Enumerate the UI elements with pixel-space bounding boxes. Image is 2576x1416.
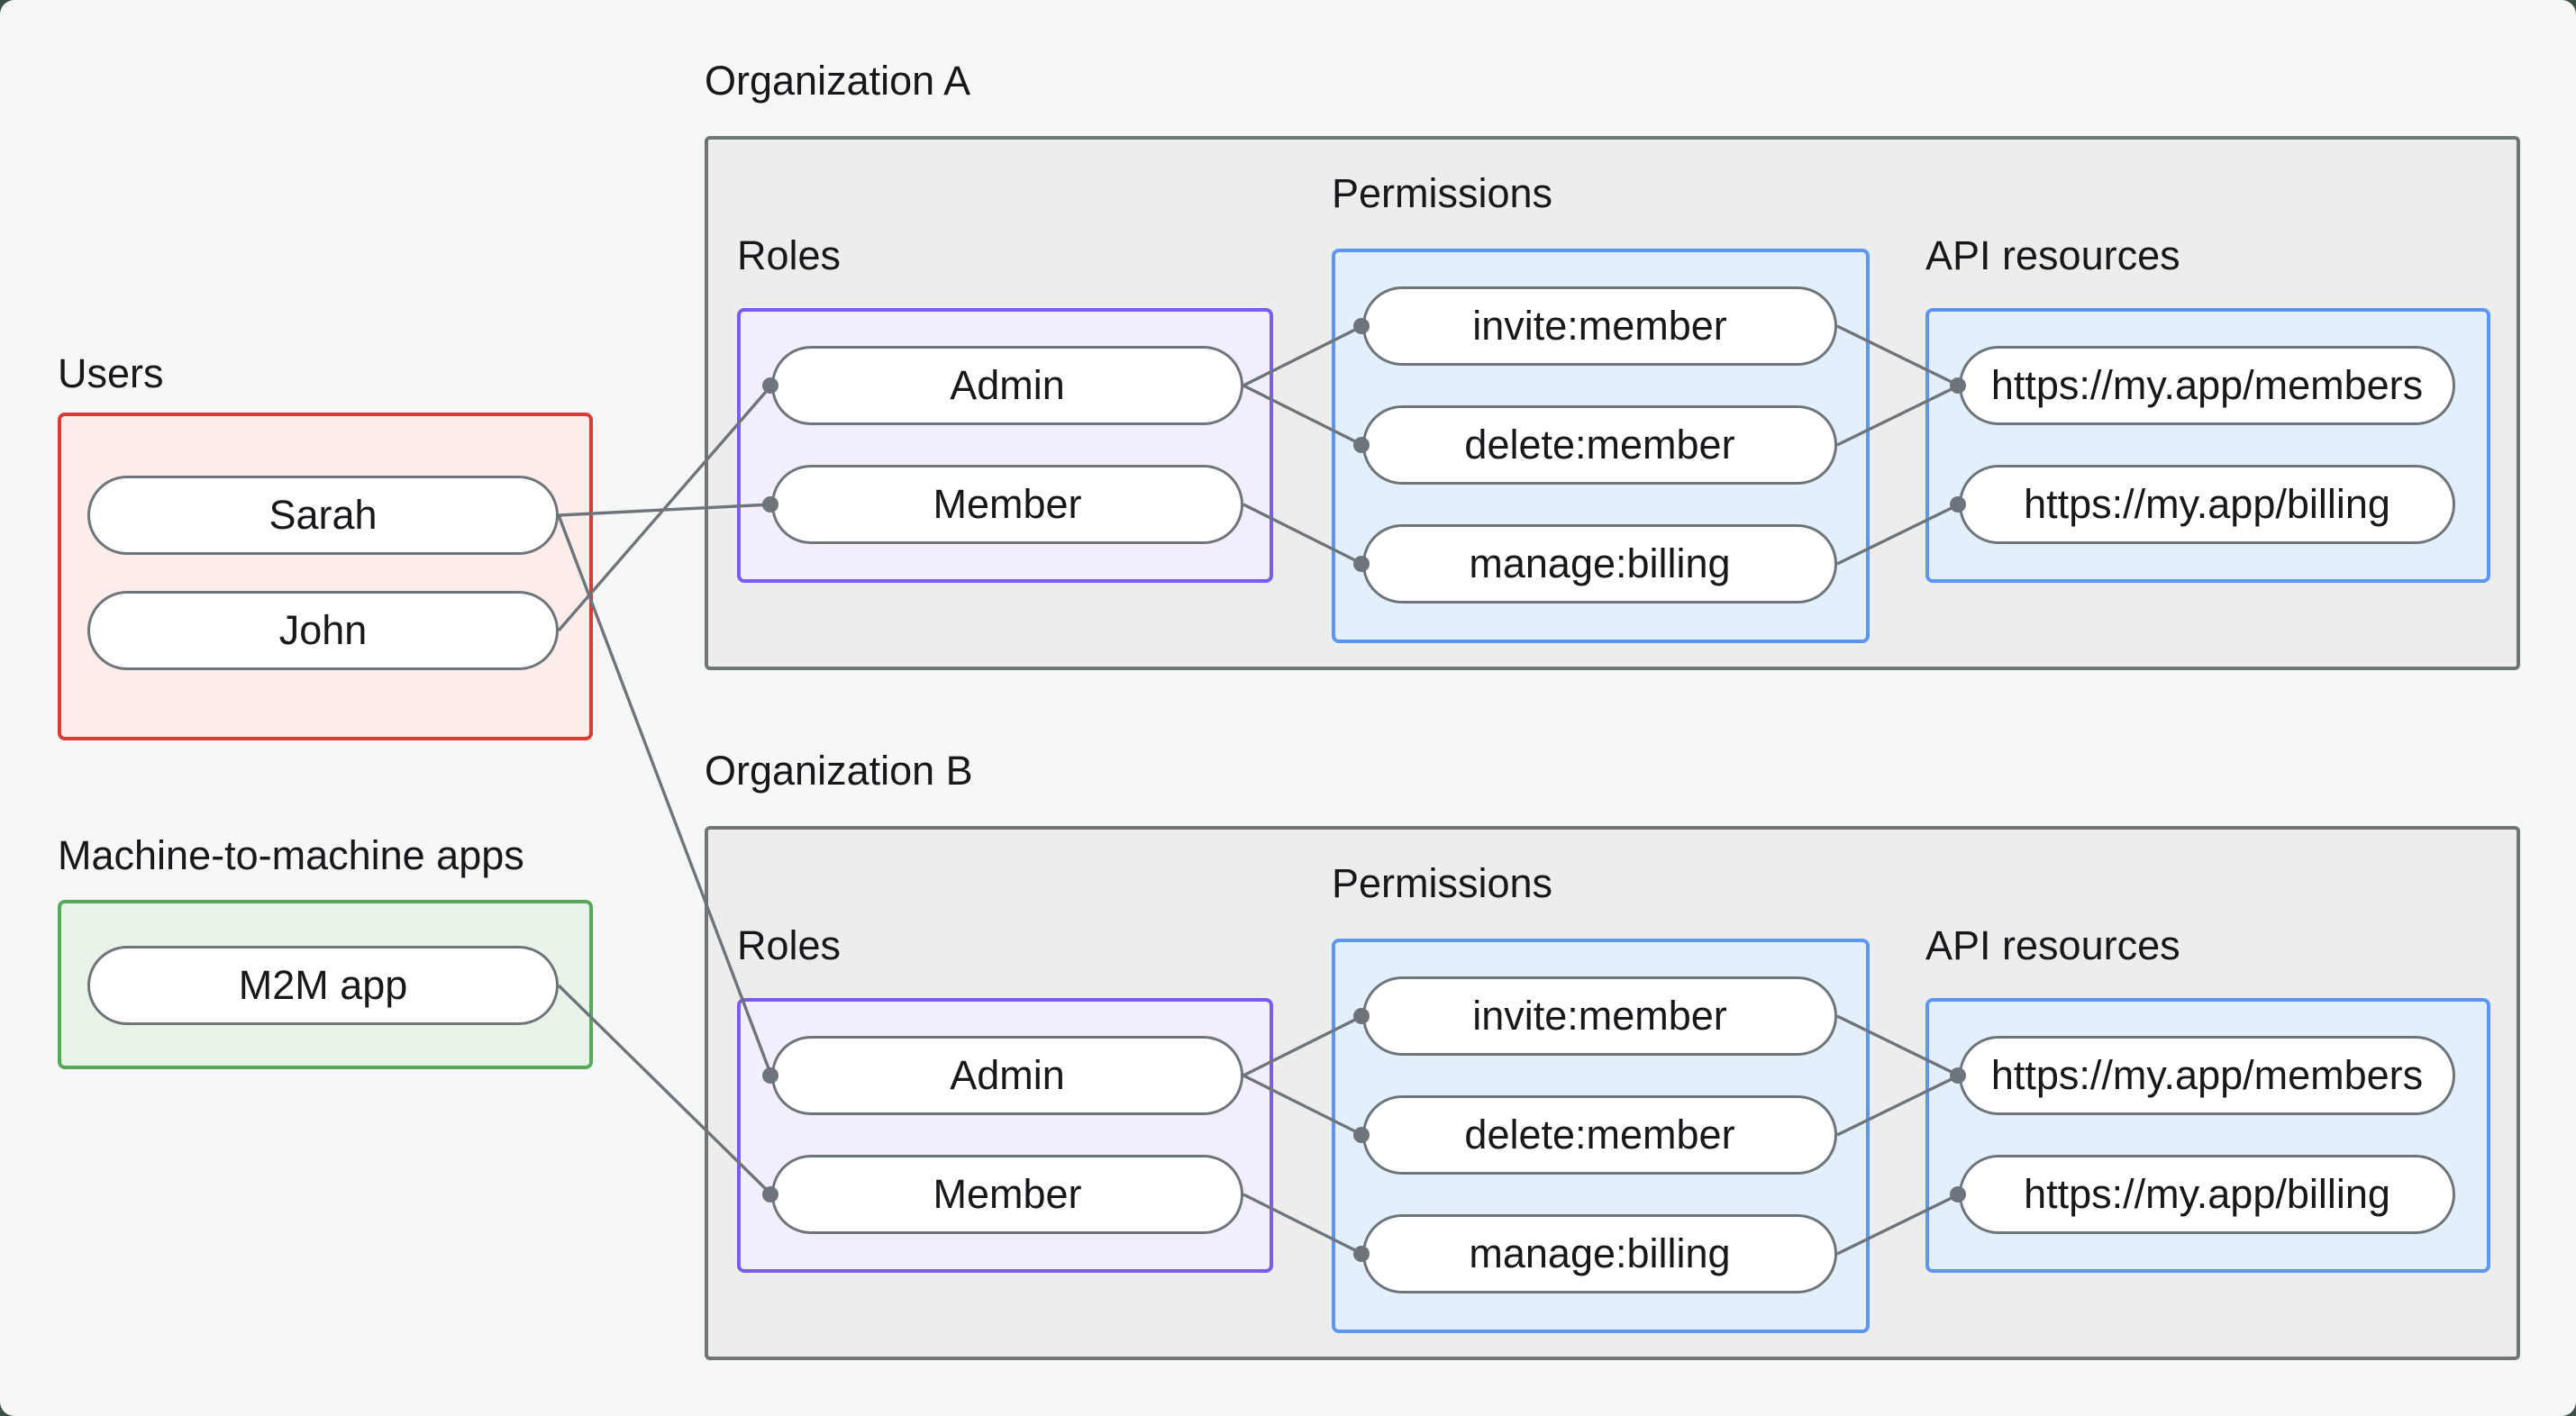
- organization-a-roles-label: Roles: [737, 232, 842, 278]
- org-a-api-members-node: https://my.app/members: [1959, 346, 2455, 425]
- org-a-role-member-node: Member: [771, 465, 1243, 544]
- organization-b-api-label: API resources: [1925, 922, 2180, 968]
- m2m-app-node: M2M app: [87, 946, 559, 1025]
- organization-b-permissions-label: Permissions: [1332, 860, 1553, 906]
- users-group-box: [58, 413, 593, 740]
- org-b-role-admin-node: Admin: [771, 1036, 1243, 1115]
- user-node-john: John: [87, 591, 559, 670]
- organization-b-title: Organization B: [705, 748, 973, 794]
- user-node-sarah: Sarah: [87, 476, 559, 555]
- org-a-permission-delete-node: delete:member: [1362, 405, 1837, 485]
- users-group-title: Users: [58, 350, 164, 396]
- org-b-permission-manage-node: manage:billing: [1362, 1214, 1837, 1293]
- organization-a-api-label: API resources: [1925, 232, 2180, 278]
- org-a-api-billing-node: https://my.app/billing: [1959, 465, 2455, 544]
- org-a-role-admin-node: Admin: [771, 346, 1243, 425]
- org-a-permission-manage-node: manage:billing: [1362, 524, 1837, 604]
- organization-a-title: Organization A: [705, 58, 971, 104]
- org-b-permission-invite-node: invite:member: [1362, 976, 1837, 1056]
- organization-a-permissions-label: Permissions: [1332, 170, 1553, 216]
- m2m-group-title: Machine-to-machine apps: [58, 832, 524, 878]
- org-a-permission-invite-node: invite:member: [1362, 286, 1837, 366]
- org-b-api-members-node: https://my.app/members: [1959, 1036, 2455, 1115]
- org-b-role-member-node: Member: [771, 1155, 1243, 1234]
- org-b-api-billing-node: https://my.app/billing: [1959, 1155, 2455, 1234]
- organization-b-roles-label: Roles: [737, 922, 842, 968]
- org-b-permission-delete-node: delete:member: [1362, 1095, 1837, 1175]
